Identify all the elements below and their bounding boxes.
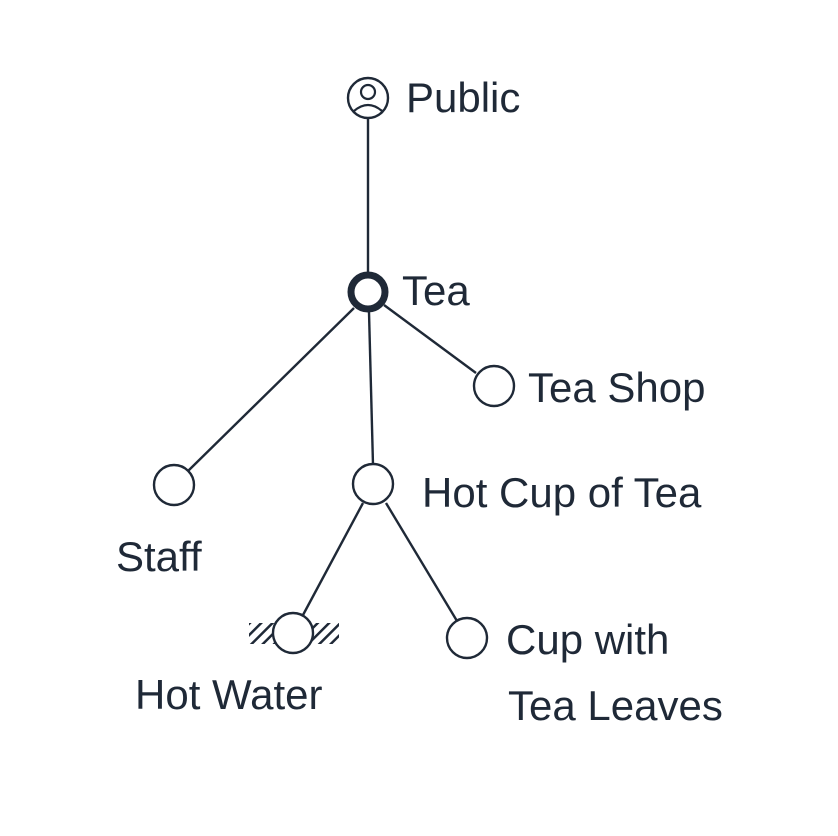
node-circle-hot-water <box>271 611 315 655</box>
node-hot-water[interactable]: Hot Water <box>135 611 339 718</box>
node-label-public: Public <box>406 74 520 121</box>
node-label-line-2: Tea Leaves <box>508 682 723 729</box>
node-label-line-1: Cup with <box>506 616 669 663</box>
node-circle-tea-shop <box>472 364 516 408</box>
node-tea-shop[interactable]: Tea Shop <box>472 364 705 411</box>
node-label-tea-shop: Tea Shop <box>528 364 705 411</box>
node-label-cup-with-tea-leaves: Cup with Tea Leaves <box>506 616 723 729</box>
node-staff[interactable]: Staff <box>116 463 202 580</box>
edge-tea-hot-cup <box>367 311 375 466</box>
node-label-hot-cup-of-tea: Hot Cup of Tea <box>422 469 702 516</box>
user-circle-icon <box>346 76 390 120</box>
node-label-staff: Staff <box>116 533 202 580</box>
edges <box>187 118 477 622</box>
edge-tea-tea-shop <box>383 304 477 374</box>
node-tea[interactable]: Tea <box>347 267 470 314</box>
node-circle-tea <box>347 271 389 313</box>
node-circle-cup-with-tea-leaves <box>445 616 489 660</box>
node-circle-hot-cup-of-tea <box>351 462 395 506</box>
edge-hot-cup-hot-water <box>301 502 365 616</box>
edge-tea-staff <box>187 307 355 472</box>
node-label-hot-water: Hot Water <box>135 671 322 718</box>
node-public[interactable]: Public <box>346 74 520 121</box>
edge-hot-cup-cup-leaves <box>384 502 459 622</box>
node-hot-cup-of-tea[interactable]: Hot Cup of Tea <box>351 462 702 516</box>
node-cup-with-tea-leaves[interactable]: Cup with Tea Leaves <box>445 616 723 729</box>
node-circle-staff <box>152 463 196 507</box>
node-label-tea: Tea <box>402 267 470 314</box>
